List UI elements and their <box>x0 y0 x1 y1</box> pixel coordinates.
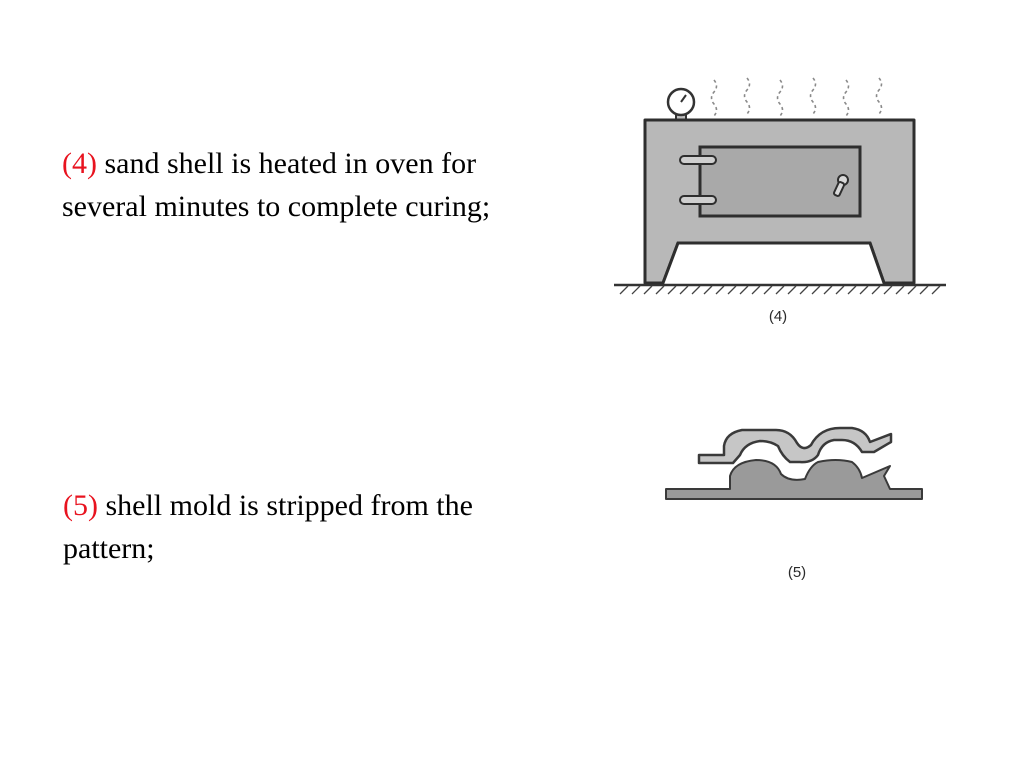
ground-hatching <box>614 283 946 295</box>
oven-door <box>698 145 862 218</box>
shell-mold <box>697 426 893 465</box>
step-4-description-line2: several minutes to complete curing; <box>62 190 491 223</box>
metal-pattern <box>665 459 923 500</box>
pressure-gauge-icon <box>666 87 696 123</box>
oven-illustration: (4) <box>614 77 946 325</box>
figure-5-caption: (5) <box>788 564 806 581</box>
shell-mold-illustration: (5) <box>665 426 923 581</box>
step-5-number: (5) <box>63 489 98 522</box>
step-4-description: sand shell is heated in oven for <box>104 147 477 180</box>
step-4-number: (4) <box>62 147 97 180</box>
heat-waves <box>710 77 883 117</box>
door-hinge-icons <box>679 155 717 205</box>
step-5-description-line2: pattern; <box>63 532 155 565</box>
door-handle-icon <box>832 174 849 197</box>
step-5-text: (5) shell mold is stripped from the patt… <box>63 484 583 570</box>
step-5-description: shell mold is stripped from the <box>105 489 473 522</box>
step-4-text: (4) sand shell is heated in oven for sev… <box>62 142 582 228</box>
figure-4-caption: (4) <box>769 308 787 325</box>
